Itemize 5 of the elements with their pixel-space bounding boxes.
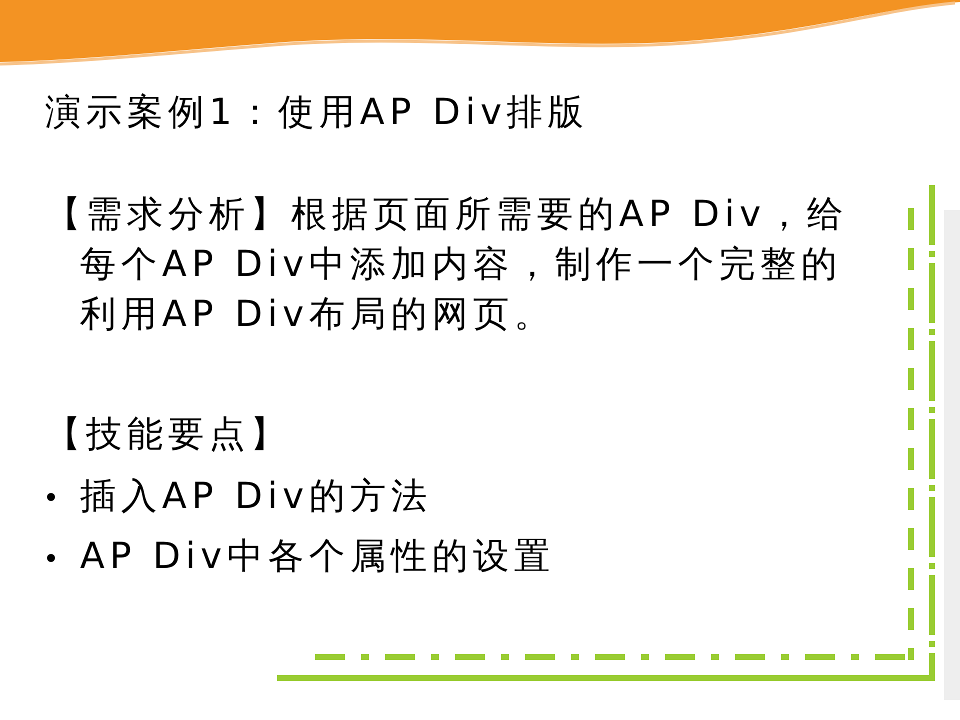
requirement-paragraph: 【需求分析】根据页面所需要的AP Div，给每个AP Div中添加内容，制作一个完整的利用AP Div布局的网页。 bbox=[45, 193, 849, 337]
bullet-text: AP Div中各个属性的设置 bbox=[80, 535, 555, 579]
slide-title: 演示案例1：使用AP Div排版 bbox=[45, 91, 589, 135]
section-heading: 【技能要点】 bbox=[45, 413, 291, 457]
bullet-text: 插入AP Div的方法 bbox=[80, 475, 432, 519]
